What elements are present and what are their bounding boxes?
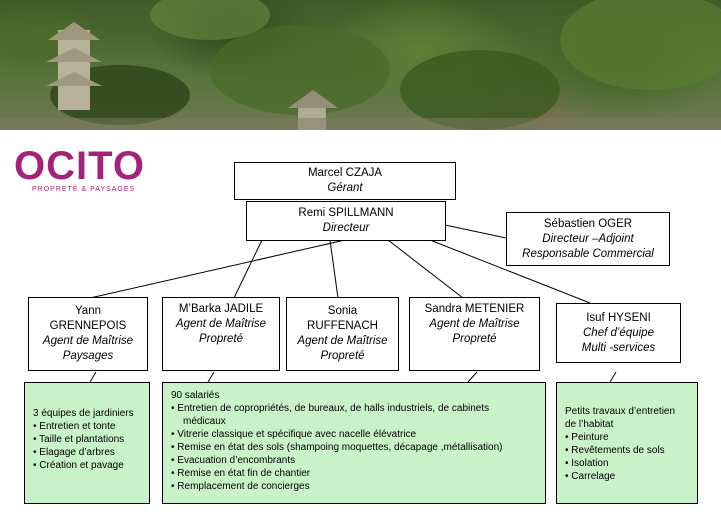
list-item: Entretien et tonte [33, 420, 141, 433]
panel-middle-intro: 90 salariés [171, 390, 220, 401]
panel-right-intro-2: de l’habitat [565, 419, 614, 430]
yann-first-name: Yann [74, 305, 101, 317]
directeur-role: Directeur [322, 222, 370, 234]
panel-multiservices: Petits travaux d’entretien de l’habitat … [556, 382, 698, 504]
adjoint-role-2: Responsable Commercial [522, 247, 654, 260]
isuf-role-2: Multi -services [581, 341, 656, 354]
list-item: Entretien de copropriétés, de bureaux, d… [171, 402, 537, 415]
garden-illustration [0, 0, 721, 130]
connector-sonia [329, 239, 339, 299]
panel-proprete: 90 salariés Entretien de copropriétés, d… [162, 382, 546, 504]
connector-sandra [387, 239, 464, 299]
box-directeur: Remi SPILLMANN Directeur [246, 201, 446, 241]
box-isuf: Isuf HYSENI Chef d’équipe Multi -service… [556, 303, 681, 363]
logo-tagline: PROPRETÉ & PAYSAGES [32, 186, 136, 193]
sandra-name: Sandra METENIER [424, 303, 525, 315]
connector-adjoint [444, 224, 507, 239]
panel-left-intro: 3 équipes de jardiniers [33, 408, 134, 419]
mbarka-role-2: Propreté [198, 333, 244, 345]
connector-panel-right [609, 371, 617, 383]
box-adjoint: Sébastien OGER Directeur –Adjoint Respon… [506, 212, 670, 266]
adjoint-name: Sébastien OGER [543, 217, 633, 230]
box-gerant: Marcel CZAJA Gérant [234, 162, 456, 200]
sonia-last-name: RUFFENACH [307, 320, 378, 332]
garden-banner-image [0, 0, 721, 130]
list-item: Remise en état fin de chantier [171, 467, 537, 480]
gerant-role: Gérant [327, 182, 363, 194]
list-item: Evacuation d’encombrants [171, 454, 537, 467]
ocito-logo: OCITO PROPRETÉ & PAYSAGES [14, 144, 184, 196]
box-sonia: Sonia RUFFENACH Agent de Maîtrise Propre… [286, 297, 399, 371]
mbarka-name: M’Barka JADILE [178, 303, 264, 315]
panel-right-intro-1: Petits travaux d’entretien [565, 406, 676, 417]
yann-last-name: GRENNEPOIS [49, 320, 127, 332]
connector-panel-left [89, 371, 97, 383]
gerant-name: Marcel CZAJA [307, 167, 383, 179]
directeur-name: Remi SPILLMANN [298, 207, 394, 219]
list-item: Création et pavage [33, 459, 141, 472]
list-item: Remise en état des sols (shampoing moque… [171, 441, 537, 454]
panel-right-list: Peinture Revêtements de sols Isolation C… [565, 431, 689, 483]
box-sandra: Sandra METENIER Agent de Maîtrise Propre… [409, 297, 540, 371]
list-item: Peinture [565, 431, 689, 444]
sonia-role-2: Propreté [320, 350, 365, 362]
panel-middle-list: Entretien de copropriétés, de bureaux, d… [171, 402, 537, 493]
connector-panel-mid-2 [467, 371, 478, 383]
sonia-first-name: Sonia [327, 305, 358, 317]
isuf-name: Isuf HYSENI [586, 311, 651, 324]
connector-mbarka [233, 239, 263, 299]
connector-panel-mid-1 [207, 371, 215, 383]
adjoint-role-1: Directeur –Adjoint [542, 232, 634, 245]
panel-paysages: 3 équipes de jardiniers Entretien et ton… [24, 382, 150, 504]
logo-wordmark: OCITO [14, 144, 145, 188]
list-item: Elagage d’arbres [33, 446, 141, 459]
list-item: Taille et plantations [33, 433, 141, 446]
list-item: Isolation [565, 457, 689, 470]
list-item: Carrelage [565, 470, 689, 483]
yann-role-2: Paysages [62, 350, 114, 362]
sandra-role-1: Agent de Maîtrise [429, 318, 520, 330]
list-item: Remplacement de concierges [171, 480, 537, 493]
sandra-role-2: Propreté [452, 333, 497, 345]
box-mbarka: M’Barka JADILE Agent de Maîtrise Propret… [162, 297, 280, 371]
isuf-role-1: Chef d’équipe [583, 326, 654, 339]
mbarka-role-1: Agent de Maîtrise [175, 318, 267, 330]
list-item: Vitrerie classique et spécifique avec na… [171, 428, 537, 441]
list-item: Revêtements de sols [565, 444, 689, 457]
box-yann: Yann GRENNEPOIS Agent de Maîtrise Paysag… [28, 297, 148, 371]
connector-isuf [429, 239, 591, 304]
yann-role-1: Agent de Maîtrise [42, 335, 134, 347]
connector-yann [89, 239, 346, 299]
list-item-continuation: médicaux [183, 416, 226, 427]
sonia-role-1: Agent de Maîtrise [297, 335, 388, 347]
panel-left-list: Entretien et tonte Taille et plantations… [33, 420, 141, 472]
